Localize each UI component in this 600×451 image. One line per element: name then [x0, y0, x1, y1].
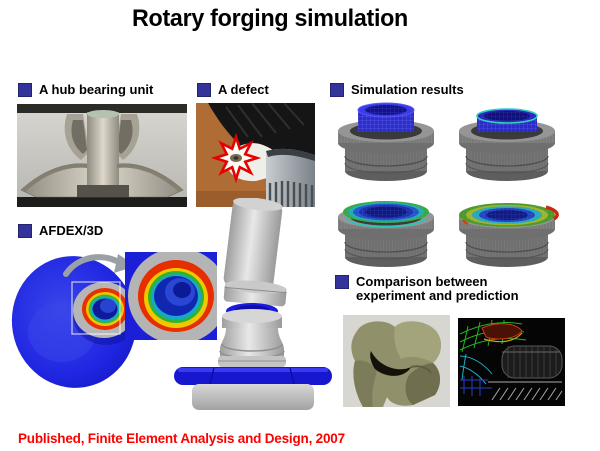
simulation-stage-3 — [330, 186, 442, 271]
bullet-icon — [18, 83, 32, 97]
afdex-render — [10, 246, 220, 396]
zoom-region-box — [71, 281, 121, 335]
publication-note: Published, Finite Element Analysis and D… — [18, 431, 345, 446]
comparison-experiment-photo — [343, 315, 450, 407]
comparison-prediction-mesh — [458, 318, 565, 406]
bullet-icon — [335, 275, 349, 289]
comparison-label-text: Comparison between experiment and predic… — [356, 274, 519, 303]
page-title: Rotary forging simulation — [132, 5, 408, 32]
simulation-stage-1 — [330, 100, 442, 185]
hub-bearing-label-text: A hub bearing unit — [39, 82, 154, 97]
comparison-label: Comparison between experiment and predic… — [335, 275, 519, 303]
contour-inset — [125, 252, 217, 340]
simulation-results-label-text: Simulation results — [351, 82, 464, 97]
simulation-stage-4 — [451, 186, 564, 271]
afdex-label-text: AFDEX/3D — [39, 223, 104, 238]
bullet-icon — [197, 83, 211, 97]
bullet-icon — [330, 83, 344, 97]
simulation-results-label: Simulation results — [330, 83, 464, 97]
afdex-label: AFDEX/3D — [18, 224, 103, 238]
defect-label-text: A defect — [218, 82, 269, 97]
hub-bearing-photo — [17, 104, 187, 207]
defect-photo — [196, 103, 315, 207]
defect-label: A defect — [197, 83, 269, 97]
bullet-icon — [18, 224, 32, 238]
simulation-stage-2 — [451, 100, 563, 185]
hub-bearing-label: A hub bearing unit — [18, 83, 153, 97]
forging-assembly-render — [170, 198, 335, 410]
